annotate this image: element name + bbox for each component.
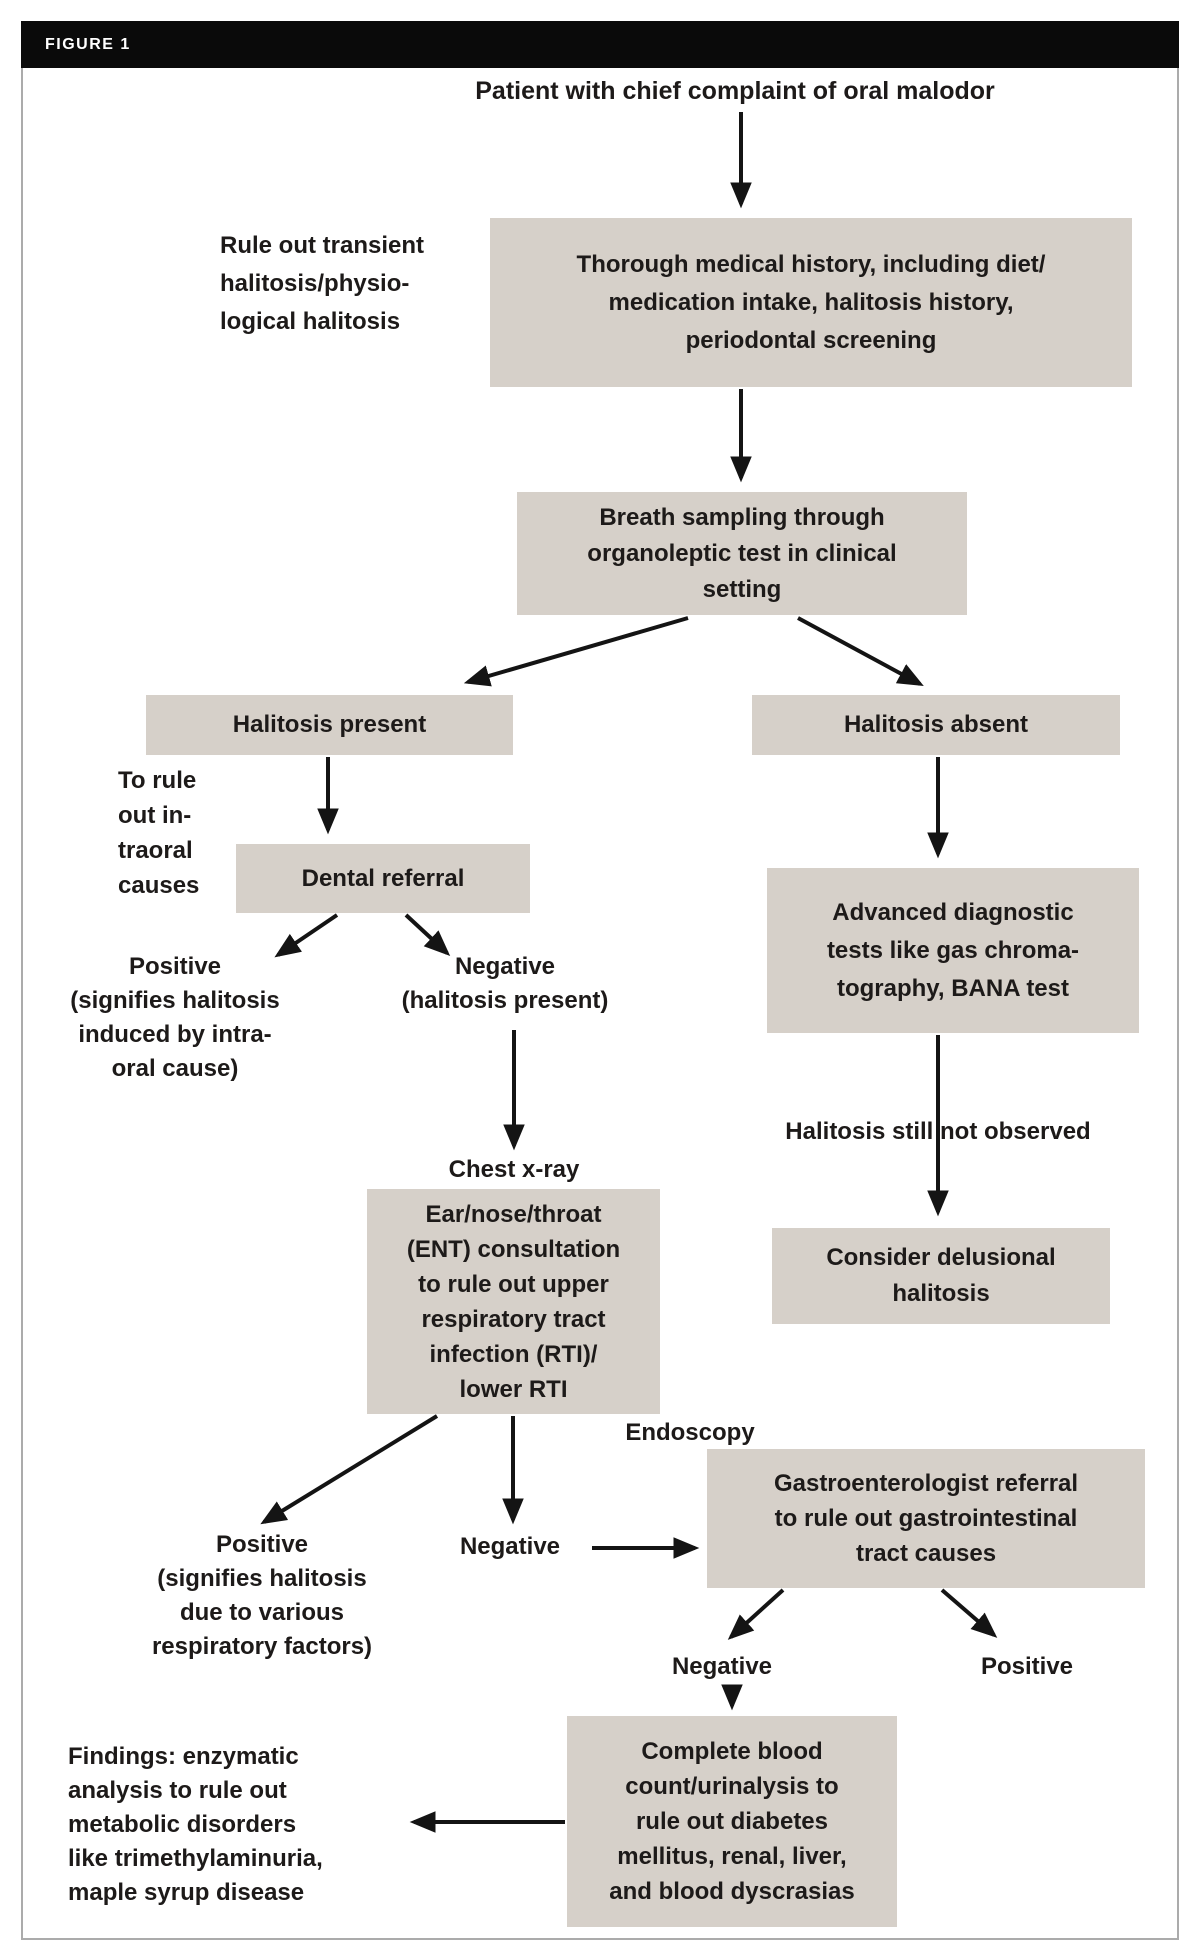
intraoral-causes-label: To rule out in- traoral causes	[118, 767, 200, 899]
advanced-tests-box: Advanced diagnostic tests like gas chrom…	[767, 868, 1139, 1033]
ent-consultation-box: Ear/nose/throat (ENT) consultation to ru…	[367, 1189, 660, 1414]
arrow-breath-to-absent	[797, 616, 924, 687]
chest-xray-label: Chest x-ray	[448, 1156, 580, 1183]
ent-negative-label: Negative	[459, 1533, 561, 1560]
findings-label: Findings: enzymatic analysis to rule out…	[68, 1743, 323, 1906]
endoscopy-label: Endoscopy	[625, 1419, 755, 1446]
arrow-gastro-to-negative	[727, 1588, 785, 1640]
gastro-negative-label: Negative	[671, 1653, 773, 1680]
arrow-gastro-to-positive	[940, 1588, 998, 1638]
medical-history-box: Thorough medical history, including diet…	[490, 218, 1132, 387]
figure-label: FIGURE 1	[45, 35, 131, 53]
dental-referral-box: Dental referral	[236, 844, 530, 913]
arrow-ent-to-positive	[260, 1414, 439, 1525]
arrow-dental-to-negative	[404, 913, 451, 956]
gastro-referral-box: Gastroenterologist referral to rule out …	[707, 1449, 1145, 1588]
cbc-box: Complete blood count/urinalysis to rule …	[567, 1716, 897, 1927]
breath-sampling-box: Breath sampling through organoleptic tes…	[517, 492, 967, 615]
halitosis-not-observed-label: Halitosis still not observed	[785, 1118, 1091, 1145]
patient-complaint-title: Patient with chief complaint of oral mal…	[475, 77, 995, 105]
respiratory-positive-label: Positive (signifies halitosis due to var…	[151, 1531, 373, 1660]
gastro-positive-label: Positive	[980, 1653, 1074, 1680]
dental-negative-label: Negative (halitosis present)	[401, 953, 609, 1014]
arrow-breath-to-present	[463, 616, 689, 687]
arrow-dental-to-positive	[274, 913, 339, 958]
halitosis-present-box: Halitosis present	[146, 695, 513, 755]
delusional-halitosis-box: Consider delusional halitosis	[772, 1228, 1110, 1324]
halitosis-absent-box: Halitosis absent	[752, 695, 1120, 755]
figure-frame	[21, 68, 1179, 1940]
rule-out-transient-label: Rule out transient halitosis/physio- log…	[220, 232, 425, 335]
figure-header-bar: FIGURE 1	[21, 21, 1179, 68]
dental-positive-label: Positive (signifies halitosis induced by…	[70, 953, 280, 1082]
